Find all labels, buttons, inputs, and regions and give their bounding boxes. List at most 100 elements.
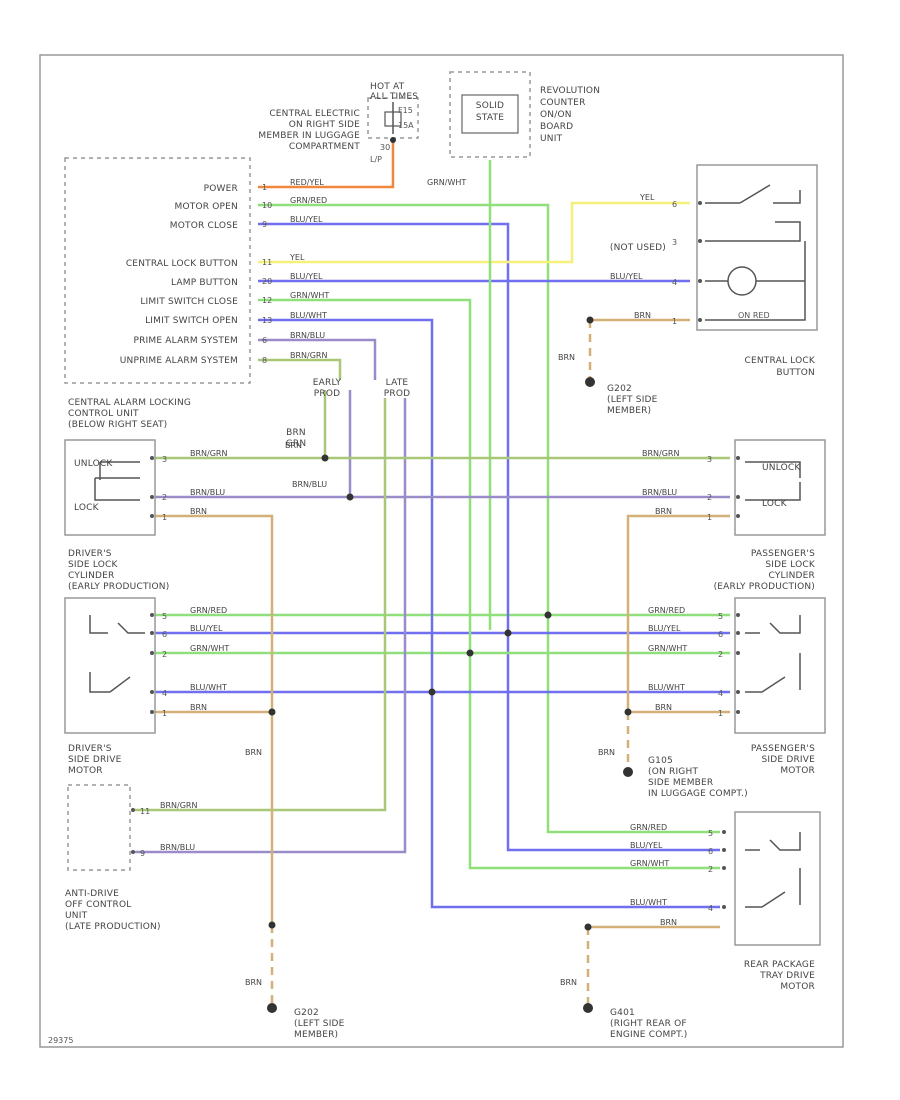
svg-text:4: 4 (162, 689, 167, 698)
wire-motor-open (258, 203, 720, 834)
g401-label-line-2: ENGINE COMPT.) (610, 1030, 688, 1040)
rev-counter-label-line-3: BOARD (540, 122, 573, 132)
wire-label-brn-blu-16: BRN/BLU (190, 488, 225, 497)
ctrl-unit-label-line-1: CONTROL UNIT (68, 409, 139, 419)
svg-text:5: 5 (162, 612, 167, 621)
central-lock-btn-label-line-0: CENTRAL LOCK (745, 356, 816, 366)
wire-label-red-yel-0: RED/YEL (290, 178, 324, 187)
fuse-cluster-label-line-0: CENTRAL ELECTRIC (269, 109, 360, 119)
drivers-drive-motor-box (64, 597, 156, 734)
pass-cyl-label-line-2: CYLINDER (769, 571, 816, 581)
svg-text:6: 6 (262, 336, 267, 345)
wire-brn-left (155, 514, 274, 925)
wire-label-brn-33: BRN (598, 748, 615, 757)
fuse-code: F15 (398, 106, 413, 115)
antidrive-unit-box (67, 784, 131, 871)
wire-label-blu-yel-37: BLU/YEL (630, 841, 663, 850)
wire-label-yel-3: YEL (289, 253, 305, 262)
wire-limit-close (258, 298, 720, 870)
ctrl-pin-label-line-8: UNPRIME ALARM SYSTEM (120, 356, 238, 366)
svg-text:1: 1 (672, 317, 677, 326)
svg-text:11: 11 (140, 807, 150, 816)
wire-label-blu-wht-39: BLU/WHT (630, 898, 667, 907)
wire-layer (135, 140, 730, 1005)
rev-counter-label-line-1: COUNTER (540, 98, 586, 108)
fuse-cluster-label-line-3: COMPARTMENT (289, 142, 360, 152)
central-lock-btn-label-line-1: BUTTON (776, 368, 815, 378)
svg-text:3: 3 (162, 455, 167, 464)
wire-label-blu-wht-30: BLU/WHT (648, 683, 685, 692)
drivers-motor-label-line-0: DRIVER'S (68, 744, 112, 754)
pass-motor-label-line-1: SIDE DRIVE (761, 755, 815, 765)
ctrl-pin-label-line-2: MOTOR CLOSE (170, 221, 238, 231)
wire-label-brn-41: BRN (245, 978, 262, 987)
early-prod-label-line-0: EARLY (313, 378, 342, 388)
pass-motor-label-line-0: PASSENGER'S (751, 744, 815, 754)
passengers-lock-cylinder-box (734, 439, 826, 536)
svg-text:4: 4 (708, 904, 713, 913)
drivers-cyl-label-line-3: (EARLY PRODUCTION) (68, 582, 169, 592)
svg-text:1: 1 (162, 709, 167, 718)
svg-text:4: 4 (672, 278, 677, 287)
diagram-code: 29375 (48, 1036, 73, 1045)
control-unit-box (64, 157, 251, 384)
antidrive-label-line-0: ANTI-DRIVE (65, 889, 119, 899)
g401-label-line-0: G401 (610, 1008, 635, 1018)
hot-at-label-line-0: HOT AT (370, 82, 405, 92)
wire-label-brn-13: BRN (558, 353, 575, 362)
wire-central-lock (258, 201, 690, 264)
svg-text:9: 9 (140, 849, 145, 858)
ctrl-pin-label-line-0: POWER (204, 184, 238, 194)
rear-motor-box (734, 811, 821, 946)
wire-label-brn-blu-7: BRN/BLU (290, 331, 325, 340)
late-prod-label-line-1: PROD (384, 389, 411, 399)
g202-label-line-0: G202 (607, 384, 632, 394)
g105-label-line-2: SIDE MEMBER (648, 778, 713, 788)
g202-label-line-2: MEMBER) (607, 406, 651, 416)
wire-label-brn-grn-8: BRN/GRN (290, 351, 327, 360)
drivers-motor-label-line-2: MOTOR (68, 766, 103, 776)
wire-unprime-alarm (258, 358, 342, 380)
wire-label-brn-31: BRN (655, 703, 672, 712)
g202-bottom-label-line-2: MEMBER) (294, 1030, 338, 1040)
wire-label-brn-40: BRN (660, 918, 677, 927)
rev-counter-box-label-line-0: SOLID (476, 101, 504, 111)
rev-counter-box-label-line-1: STATE (476, 113, 504, 123)
g202-label-line-1: (LEFT SIDE (607, 395, 658, 405)
wire-label-grn-wht-5: GRN/WHT (290, 291, 329, 300)
fuse-pin: L/P (370, 155, 382, 164)
svg-text:2: 2 (162, 493, 167, 502)
wire-label-brn-blu-20: BRN/BLU (642, 488, 677, 497)
svg-text:5: 5 (718, 612, 723, 621)
fuse-cluster-label-line-2: MEMBER IN LUGGAGE (258, 131, 360, 141)
wire-label-blu-wht-6: BLU/WHT (290, 311, 327, 320)
brn-grn-label-line-1: GRN (286, 439, 307, 449)
diagram-frame (39, 54, 844, 1048)
ctrl-pin-label-line-7: PRIME ALARM SYSTEM (133, 336, 238, 346)
wire-label-grn-wht-29: GRN/WHT (648, 644, 687, 653)
wire-label-grn-wht-9: GRN/WHT (427, 178, 466, 187)
pass-cyl-label-line-1: SIDE LOCK (765, 560, 816, 570)
fuse-element (384, 111, 402, 127)
svg-text:2: 2 (718, 650, 723, 659)
svg-text:1: 1 (707, 513, 712, 522)
wire-brnblu-late (135, 398, 407, 854)
rear-motor-label-line-1: TRAY DRIVE (759, 971, 815, 981)
pass-motor-label-line-2: MOTOR (780, 766, 815, 776)
svg-text:1: 1 (262, 183, 267, 192)
wire-label-brn-blu-35: BRN/BLU (160, 843, 195, 852)
g105-label-line-3: IN LUGGAGE COMPT.) (648, 789, 748, 799)
unlock-left: UNLOCK (74, 459, 113, 469)
not-used-label: (NOT USED) (610, 243, 666, 253)
svg-text:6: 6 (718, 630, 723, 639)
ctrl-pin-label-line-5: LIMIT SWITCH CLOSE (140, 297, 238, 307)
svg-text:2: 2 (707, 493, 712, 502)
unlock-right: UNLOCK (762, 463, 801, 473)
wire-label-blu-yel-23: BLU/YEL (190, 624, 223, 633)
lamp-icon (727, 266, 757, 296)
wire-label-brn-grn-15: BRN/GRN (190, 449, 227, 458)
fuse-cluster-label-line-1: ON RIGHT SIDE (289, 120, 360, 130)
on-red-label: ON RED (738, 311, 770, 320)
pass-cyl-label-line-0: PASSENGER'S (751, 549, 815, 559)
